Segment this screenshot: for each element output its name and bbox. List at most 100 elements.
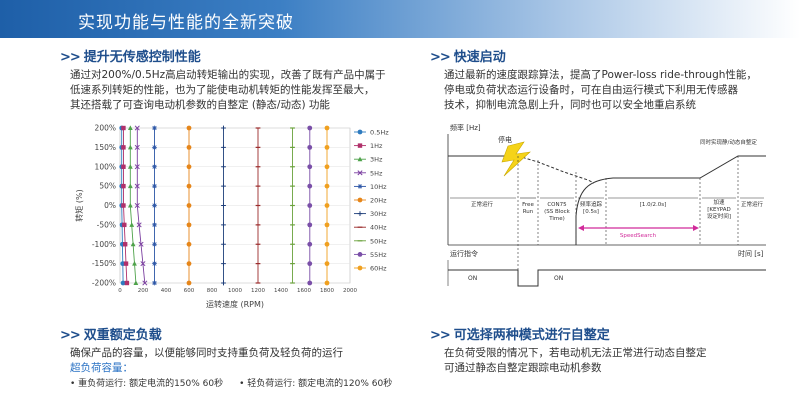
phase-label: 正常运行 — [471, 200, 494, 208]
data-point — [134, 144, 140, 150]
data-point — [129, 222, 135, 227]
legend-label: 1Hz — [370, 142, 383, 150]
x-tick-label: 1600 — [297, 288, 311, 294]
section-heading-dualrating: >>双重额定负载 — [60, 324, 162, 343]
data-point — [324, 241, 330, 247]
phase-label: 频率追踪[0.5s] — [580, 200, 603, 215]
overload-subheading: 超负荷容量： — [70, 362, 133, 374]
time-axis-label: 时间 [s] — [738, 249, 764, 258]
data-point — [186, 164, 192, 170]
data-point — [121, 183, 126, 189]
banner-title: 实现功能与性能的全新突破 — [78, 13, 294, 33]
data-point — [122, 222, 127, 228]
data-point — [127, 144, 133, 150]
section-marker: >> — [430, 50, 451, 65]
data-point — [140, 261, 146, 267]
power-fail-icon — [501, 141, 531, 177]
data-point — [134, 202, 140, 209]
data-point — [307, 183, 313, 189]
x-tick-label: 1800 — [320, 288, 334, 294]
data-point — [142, 280, 148, 286]
speed-search-label: SpeedSearch — [620, 233, 657, 239]
frequency-curve-freerun — [448, 155, 595, 184]
data-point — [357, 170, 363, 176]
section-title: 可选择两种模式进行自整定 — [453, 328, 610, 343]
data-point — [221, 183, 226, 189]
data-point — [221, 144, 226, 150]
phase-label: [1.0/2.0s] — [640, 202, 667, 208]
data-point — [307, 164, 313, 170]
on-label: ON — [468, 275, 477, 282]
data-point — [221, 222, 226, 228]
data-point — [186, 183, 192, 189]
data-point — [324, 222, 330, 228]
data-point — [121, 125, 126, 131]
data-point — [357, 252, 363, 257]
x-tick-label: 1000 — [228, 288, 242, 294]
data-point — [324, 261, 330, 267]
data-point — [307, 280, 313, 286]
data-point — [152, 280, 157, 286]
power-fail-label: 停电 — [498, 135, 512, 144]
text-line: 在负荷受限的情况下，若电动机无法正常进行动态自整定 — [444, 347, 707, 359]
text-line: 低速系列转矩的性能，也为了能使电动机转矩的性能发挥至最大， — [70, 84, 375, 96]
legend-label: 0.5Hz — [370, 129, 389, 137]
data-point — [324, 280, 330, 286]
data-point — [307, 241, 313, 247]
section-heading-torque: >>提升无传感控制性能 — [60, 46, 201, 65]
y-tick-label: -200% — [92, 279, 116, 288]
x-tick-label: 200 — [138, 288, 149, 294]
data-point — [221, 261, 226, 267]
data-point — [186, 125, 192, 131]
data-point — [152, 241, 157, 247]
section-title: 提升无传感控制性能 — [83, 50, 201, 65]
text-line: 确保产品的容量，以便能够同时支持重负荷及轻负荷的运行 — [70, 347, 343, 359]
data-point — [221, 280, 226, 286]
data-point — [324, 125, 330, 131]
text-line: 停电或负荷状态运行设备时，可在自由运行模式下利用无传感器 — [444, 84, 738, 96]
text-line: 可通过静态自整定跟踪电动机参数 — [444, 362, 602, 374]
header-banner: 实现功能与性能的全新突破 — [0, 0, 800, 38]
legend-label: 10Hz — [370, 183, 387, 191]
data-point — [134, 183, 140, 189]
data-point — [152, 144, 157, 150]
data-point — [134, 164, 140, 170]
text-line: 其还搭载了可查询电动机参数的自整定 (静态/动态) 功能 — [70, 99, 330, 111]
data-point — [357, 265, 363, 271]
overload-item: • 重负荷运行: 额定电流的150% 60秒 — [70, 379, 224, 389]
data-point — [152, 183, 157, 189]
text-line: 通过最新的速度跟踪算法，提高了Power-loss ride-through性能… — [444, 69, 757, 81]
data-point — [124, 280, 130, 286]
data-point — [186, 222, 192, 228]
cmd-label: 运行指令 — [450, 249, 478, 258]
frequency-curve-recovery — [575, 155, 766, 245]
data-point — [127, 183, 133, 189]
data-point — [127, 164, 133, 169]
legend-label: 40Hz — [370, 224, 387, 232]
data-point — [134, 125, 140, 131]
section-heading-autotune: >>可选择两种模式进行自整定 — [430, 324, 610, 343]
on-label: ON — [554, 275, 563, 282]
section-title: 双重额定负载 — [83, 328, 162, 343]
legend-label: 5Hz — [370, 169, 383, 177]
data-point — [138, 241, 144, 247]
data-point — [152, 261, 157, 267]
y-axis-label: 转矩 (%) — [74, 189, 84, 221]
data-point — [357, 143, 363, 148]
data-point — [307, 144, 313, 150]
data-point — [186, 261, 192, 267]
data-point — [152, 203, 157, 208]
data-point — [221, 241, 226, 247]
phase-label: 正常运行 — [741, 200, 764, 208]
data-point — [324, 203, 330, 208]
data-point — [133, 280, 139, 285]
timing-ylabel: 频率 [Hz] — [450, 123, 481, 132]
section-marker: >> — [60, 50, 81, 65]
data-point — [357, 197, 363, 203]
data-point — [122, 242, 128, 247]
legend-label: 55Hz — [370, 251, 387, 259]
data-point — [221, 203, 226, 208]
autotune-description: 在负荷受限的情况下，若电动机无法正常进行动态自整定 可通过静态自整定跟踪电动机参… — [444, 346, 707, 376]
